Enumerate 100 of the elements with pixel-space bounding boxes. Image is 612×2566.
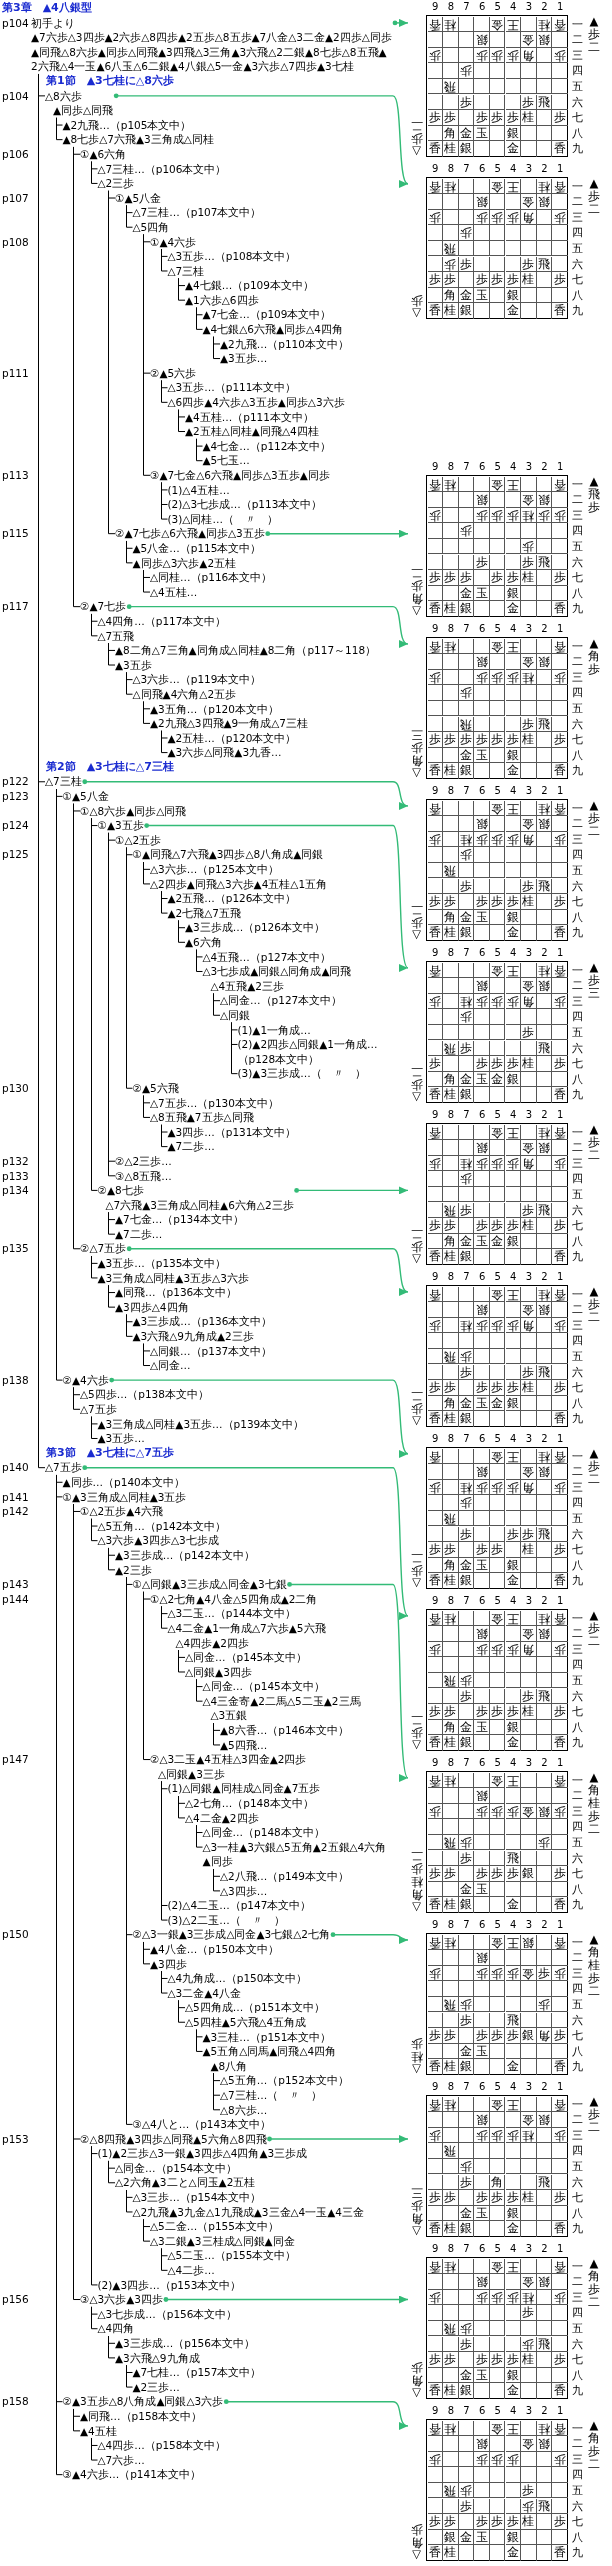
file-number: 8 [446, 2406, 456, 2416]
arrow [163, 2295, 409, 2304]
board-rank: 香桂 金王 香一 [427, 2258, 584, 2275]
file-number: 1 [555, 1758, 565, 1768]
move-text: △同金…（p154本文中） [115, 2160, 238, 2176]
move-text: ▲4八金…（p150本文中） [150, 1941, 279, 1957]
file-number: 7 [462, 786, 471, 796]
file-number: 1 [555, 2244, 565, 2254]
page-number: p123 [2, 789, 29, 804]
move-text: ▲7六歩△3四歩▲2六歩△8四歩▲2五歩△8五歩▲7八金△3二金▲2四歩△同歩▲同飛△8六歩▲同歩△同飛▲3四飛△3三角▲3六飛△2二銀▲8七歩△8五飛▲2六飛△4一玉▲6八玉△6二銀▲4八銀△5一金▲3六歩△7四歩▲3七桂 [31, 30, 392, 74]
board-rank: 歩歩 歩歩歩銀 歩七 [427, 1866, 584, 1882]
tree-line [108, 642, 116, 666]
file-number: 6 [477, 2, 487, 12]
tree-line [213, 1868, 221, 1892]
move-text: △5二金…（p155本文中） [150, 2219, 279, 2234]
board-rank: 香桂銀 金 香九 [427, 303, 584, 319]
file-number: 7 [462, 2406, 471, 2416]
file-number: 6 [477, 2244, 487, 2254]
captured-pieces: △角歩三 [410, 2186, 423, 2238]
move-text: △4四歩▲2四歩 [174, 1635, 250, 1651]
move-text: △同銀 [220, 1007, 251, 1023]
page-number: p153 [2, 2131, 29, 2147]
move-text: △3二玉…（p144本文中） [167, 1606, 297, 1621]
file-number: 9 [431, 1110, 440, 1120]
board-rank: 歩 五 [427, 2158, 584, 2175]
file-number: 4 [509, 1272, 518, 1282]
board-rank: 五 [427, 1186, 584, 1203]
file-number: 3 [524, 2244, 534, 2254]
move-text: △5二玉…（p155本文中） [167, 2248, 297, 2264]
file-number: 8 [446, 1434, 456, 1444]
move-text: (3)▲3三歩成…（ 〃 ） [237, 1066, 366, 1081]
move-text: △同金…（p145本文中） [202, 1679, 325, 1694]
move-text: (2)△3七歩成…（p113本文中） [167, 497, 323, 512]
move-text: ▲2五桂…（p120本文中） [167, 730, 297, 746]
tree-line [196, 306, 203, 330]
board-rank: 歩 歩飛 六 [427, 878, 584, 895]
board-rank: 歩 歩歩歩金銀歩三 [427, 1803, 584, 1820]
board-rank: 歩 歩飛 六 [427, 2498, 584, 2515]
captured-pieces: ▲歩二 [587, 2095, 601, 2134]
move-text: ▲4五桂 [80, 2423, 117, 2439]
file-number: 8 [446, 624, 456, 634]
board-rank: 歩 桂歩歩歩角 歩三 [427, 1479, 584, 1496]
board-rank: 銀 金銀 二 [427, 2274, 584, 2290]
board-rank: 香桂銀 金 香九 [427, 1897, 584, 1913]
board-rank: 角金玉 銀 八 [427, 125, 584, 142]
tree-line [73, 803, 81, 1250]
tree-line [178, 1795, 186, 1819]
move-text: △同金…（p127本文中） [220, 993, 343, 1008]
captured-pieces: △桂歩 [410, 2037, 423, 2076]
tree-line [126, 2364, 133, 2388]
file-number: 2 [540, 786, 549, 796]
file-number: 1 [555, 2082, 565, 2092]
file-number: 3 [524, 2082, 534, 2092]
tree-line [91, 161, 98, 184]
captured-pieces: ▲角歩 [587, 637, 601, 676]
move-text: ②▲3五歩△8八角成▲同銀△3六歩 [62, 2394, 224, 2409]
board-rank: 歩 歩歩歩桂 歩七 [427, 1056, 584, 1072]
move-text: ▲5四飛… [220, 1737, 268, 1753]
file-number: 8 [446, 2082, 456, 2092]
file-number: 6 [477, 624, 487, 634]
move-text: △2八飛…（p149本文中） [220, 1869, 349, 1884]
page-number: p133 [2, 1168, 29, 1184]
tree-line [178, 409, 186, 432]
move-text: △4二金▲2四歩 [185, 1810, 259, 1826]
file-number: 9 [431, 1920, 440, 1930]
page-number: p122 [2, 774, 29, 790]
move-text: △5四角成…（p151本文中） [185, 2000, 325, 2015]
captured-pieces: △歩二 [410, 903, 423, 942]
file-number: 8 [446, 164, 456, 174]
tree-line [143, 1343, 151, 1366]
page-number: p107 [2, 190, 29, 206]
move-text: ▲3六飛△9九角成▲2三歩 [132, 1329, 254, 1344]
board-rank: 歩 歩歩歩角 歩三 [427, 209, 584, 226]
tree-line [178, 1999, 186, 2023]
file-number: 6 [477, 1272, 487, 1282]
file-number: 8 [446, 1596, 456, 1606]
move-text: △7五歩…（p130本文中） [150, 1095, 279, 1111]
board-rank: 角金玉 銀 八 [427, 287, 584, 304]
board-rank: 歩 角 飛 六 [427, 2174, 584, 2191]
captured-pieces: ▲歩二 [587, 15, 601, 54]
move-text: ▲同飛…（p158本文中） [80, 2408, 203, 2424]
tree-line [178, 1649, 186, 1673]
move-text: △同銀…（p137本文中） [150, 1343, 273, 1359]
board-rank: 歩 五 [427, 538, 584, 555]
board-rank: 歩 桂歩歩歩角 歩三 [427, 1317, 584, 1334]
arrow [113, 93, 409, 185]
move-text: ①▲6六角 [80, 146, 127, 162]
move-text: △7五歩 [80, 1402, 117, 1417]
captured-pieces: △角歩 [410, 2361, 423, 2400]
move-text: △同金… [150, 1358, 191, 1373]
file-number: 9 [431, 948, 440, 958]
move-text: ①△2五歩▲4六飛 [80, 1504, 163, 1519]
file-number: 8 [446, 2, 456, 12]
move-text: ▲2九飛…（p105本文中） [62, 117, 192, 133]
file-number: 7 [462, 1758, 471, 1768]
file-number: 5 [493, 2, 502, 12]
board-rank: 歩 歩飛 六 [427, 1688, 584, 1705]
file-number: 2 [540, 2, 549, 12]
file-number: 1 [555, 1920, 565, 1930]
tree-line [161, 1970, 168, 1994]
